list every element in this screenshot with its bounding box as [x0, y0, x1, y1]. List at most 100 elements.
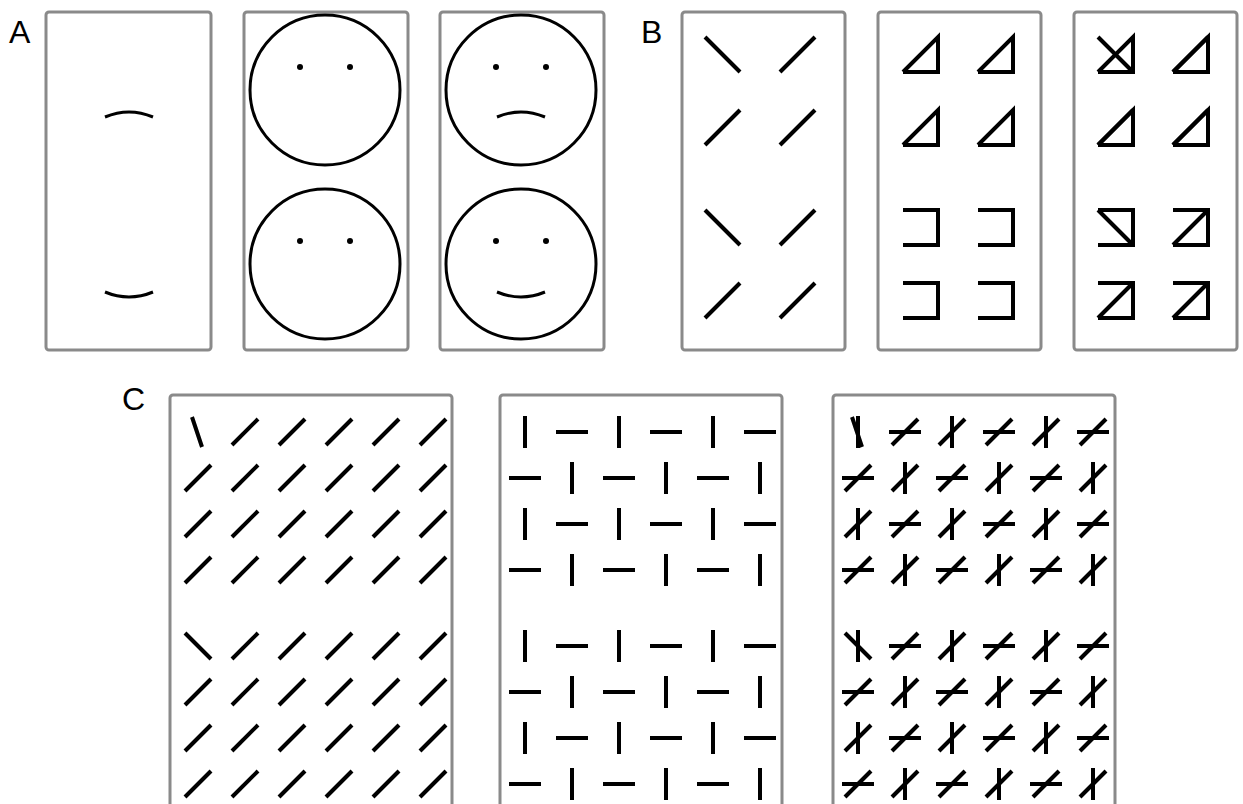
vertical-line	[617, 630, 621, 662]
diagonal-line	[705, 283, 740, 318]
diagonal-line	[232, 419, 258, 445]
panel-letter: C	[122, 383, 145, 415]
horizontal-line	[1030, 568, 1062, 572]
horizontal-line	[936, 568, 968, 572]
panel-letter: B	[641, 16, 662, 48]
composite-shapes-panel	[1098, 37, 1208, 318]
vertical-line	[570, 554, 574, 586]
eye-dot	[543, 238, 549, 244]
diagonal-line	[326, 511, 352, 537]
vertical-line	[664, 554, 668, 586]
horizontal-line	[556, 736, 588, 740]
horizontal-line	[1077, 736, 1109, 740]
vertical-line	[523, 508, 527, 540]
diagonal-line	[373, 465, 399, 491]
horizontal-line	[744, 736, 776, 740]
vertical-line	[758, 462, 762, 494]
vertical-line	[617, 508, 621, 540]
horizontal-line	[1030, 690, 1062, 694]
eye-dot	[347, 238, 353, 244]
horizontal-line	[697, 568, 729, 572]
vertical-line	[950, 630, 954, 662]
vertical-line	[1091, 554, 1095, 586]
horizontal-line	[650, 430, 682, 434]
horizontal-line	[889, 644, 921, 648]
horizontal-line	[842, 476, 874, 480]
diagonal-line	[232, 511, 258, 537]
diagonal-line	[780, 283, 815, 318]
panel-frame	[500, 395, 782, 804]
diagonal-line	[373, 419, 399, 445]
horizontal-line	[983, 522, 1015, 526]
diagonal-line	[1173, 283, 1208, 318]
horizontal-line	[1077, 644, 1109, 648]
diagonal-line	[420, 511, 446, 537]
vertical-line	[570, 676, 574, 708]
triangle-part	[903, 110, 938, 145]
diagonal-line	[326, 557, 352, 583]
mouth-arc	[105, 292, 153, 297]
vertical-line	[1044, 630, 1048, 662]
diagonal-line	[185, 771, 211, 797]
vertical-line	[997, 462, 1001, 494]
horizontal-line	[889, 522, 921, 526]
vertical-line	[711, 416, 715, 448]
diagonal-line	[279, 679, 305, 705]
triangle-part	[978, 37, 1013, 72]
vertical-line	[711, 722, 715, 754]
bracket-part	[1098, 210, 1133, 245]
vertical-line	[758, 768, 762, 800]
diagonal-line	[232, 557, 258, 583]
bracket-part	[903, 210, 938, 245]
diagonal-line	[1098, 110, 1133, 145]
horizontal-line	[650, 522, 682, 526]
diagonal-line	[232, 633, 258, 659]
horizontal-line	[936, 690, 968, 694]
triangle-part	[1098, 37, 1133, 72]
panel-frame	[833, 395, 1115, 804]
vertical-line	[570, 462, 574, 494]
vertical-line	[903, 768, 907, 800]
vertical-line	[1091, 768, 1095, 800]
triangle-part	[978, 110, 1013, 145]
vertical-line	[523, 416, 527, 448]
diagonal-line	[705, 110, 740, 145]
diagonal-line	[780, 210, 815, 245]
diagonal-line	[326, 633, 352, 659]
composite-texture-panel	[842, 416, 1109, 800]
vertical-line	[758, 554, 762, 586]
diagonal-line	[705, 37, 740, 72]
horizontal-line	[1077, 430, 1109, 434]
vertical-line	[711, 630, 715, 662]
diagonal-line	[420, 419, 446, 445]
eye-dot	[493, 64, 499, 70]
diagonal-line	[279, 511, 305, 537]
horizontal-line	[1077, 522, 1109, 526]
vertical-line	[1091, 676, 1095, 708]
vertical-line	[856, 630, 860, 662]
panel-frame	[440, 12, 604, 350]
horizontal-line	[983, 736, 1015, 740]
diagonal-line	[232, 465, 258, 491]
vertical-line	[950, 416, 954, 448]
horizontal-line	[509, 568, 541, 572]
vertical-line	[1044, 416, 1048, 448]
horizontal-line	[603, 690, 635, 694]
vertical-line	[617, 722, 621, 754]
panel-frame	[170, 395, 452, 804]
diagonal-line	[420, 557, 446, 583]
mouth-only-panel	[105, 112, 153, 297]
eye-dot	[347, 64, 353, 70]
diagonal-line	[326, 465, 352, 491]
triangle-part	[903, 37, 938, 72]
vertical-line	[856, 722, 860, 754]
eye-dot	[297, 238, 303, 244]
bracket-part	[978, 210, 1013, 245]
diagonal-line	[232, 679, 258, 705]
diagonal-lines-panel	[705, 37, 815, 318]
horizontal-line	[1030, 476, 1062, 480]
diagonal-line	[279, 725, 305, 751]
horizontal-line	[509, 476, 541, 480]
diagonal-line	[326, 419, 352, 445]
mouth-arc	[497, 112, 545, 117]
